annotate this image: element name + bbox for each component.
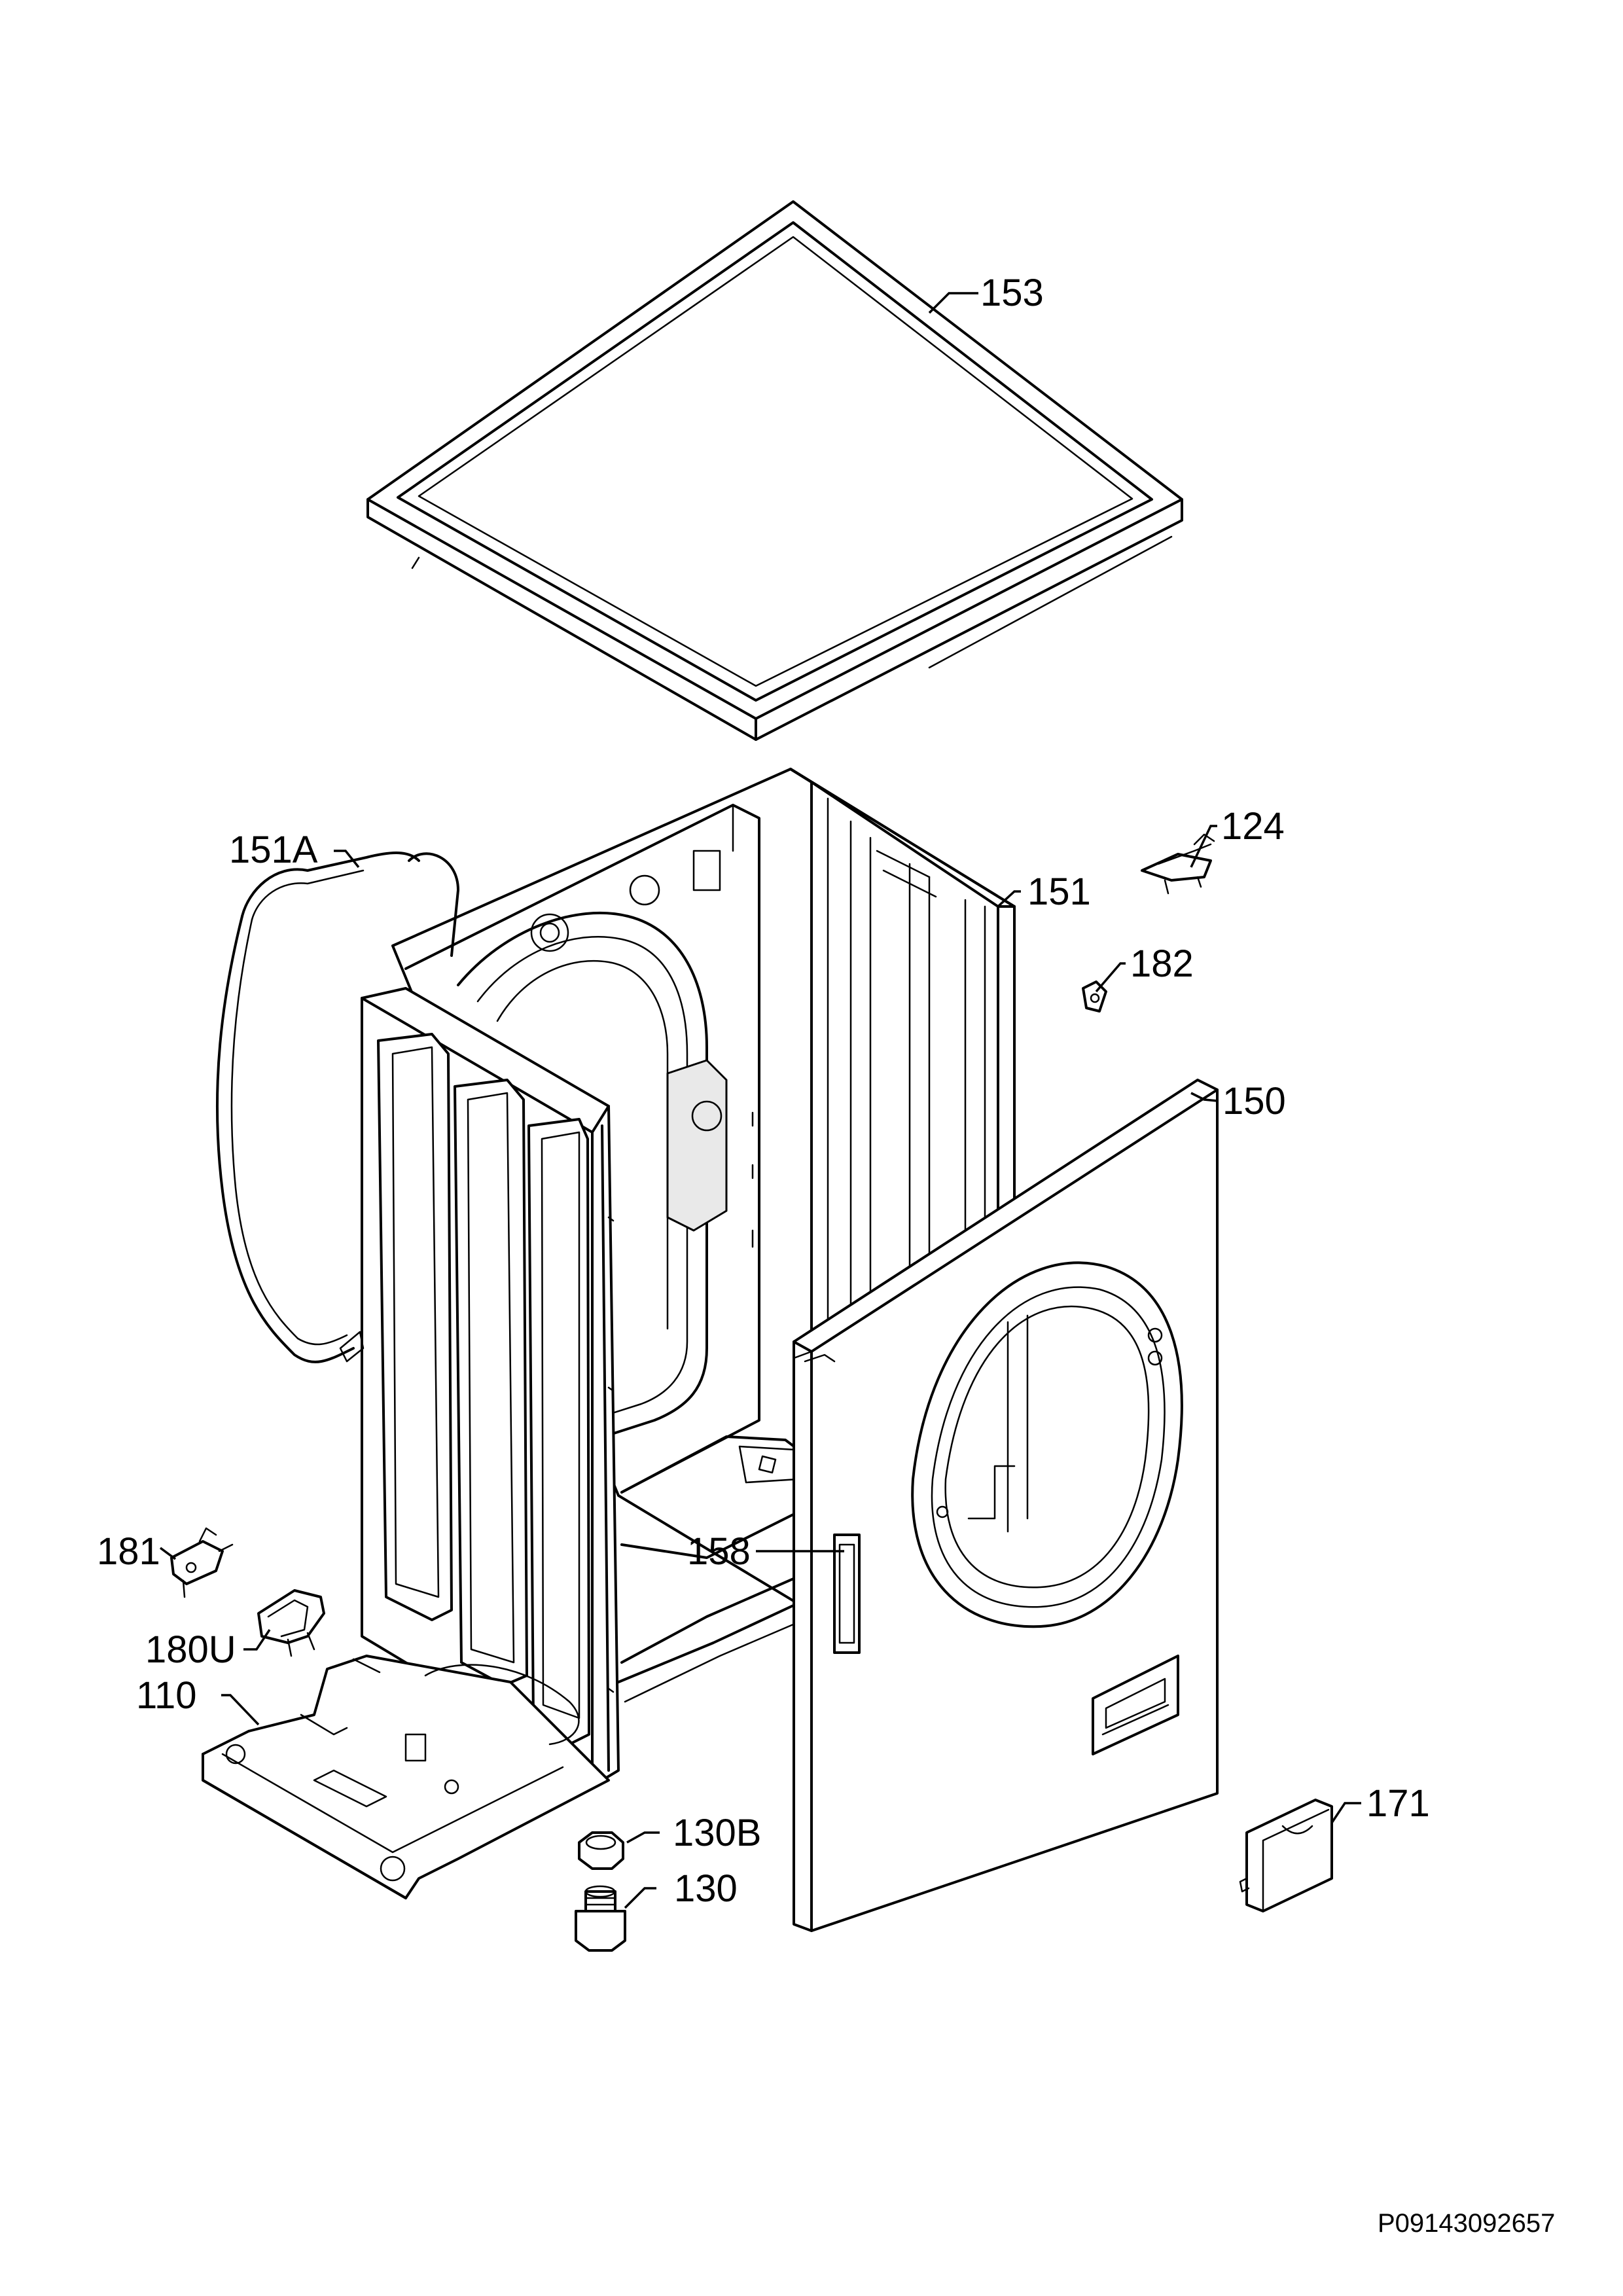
part-110-base — [202, 1655, 610, 1899]
leader-lines — [159, 292, 1361, 1909]
part-182-fastener — [1082, 980, 1107, 1013]
part-171-filter-flap — [1239, 1799, 1333, 1912]
label-180U: 180U — [145, 1628, 236, 1671]
label-151A: 151A — [229, 829, 318, 871]
part-181-switch — [170, 1527, 234, 1598]
label-158: 158 — [687, 1530, 751, 1573]
label-181: 181 — [97, 1530, 160, 1573]
part-180U-bracket — [257, 1589, 325, 1657]
label-130B: 130B — [673, 1812, 761, 1854]
drawing-code: P09143092657 — [1378, 2209, 1555, 2238]
label-171: 171 — [1366, 1782, 1430, 1825]
label-130: 130 — [674, 1867, 738, 1910]
part-150-front-panel — [793, 1079, 1219, 1932]
part-151A-side-panel — [361, 987, 620, 1782]
part-130-foot — [575, 1885, 626, 1952]
label-124: 124 — [1221, 805, 1285, 848]
label-110: 110 — [136, 1674, 196, 1717]
label-150: 150 — [1222, 1080, 1286, 1122]
part-labels: 153 151A 124 151 182 150 158 181 180U 11… — [97, 272, 1430, 1910]
label-182: 182 — [1130, 942, 1194, 985]
label-151: 151 — [1027, 870, 1091, 913]
part-130B-nut — [578, 1831, 624, 1870]
part-153-top-cover — [366, 200, 1183, 741]
part-151A-door-seal-ring — [215, 852, 459, 1363]
label-153: 153 — [980, 272, 1044, 314]
